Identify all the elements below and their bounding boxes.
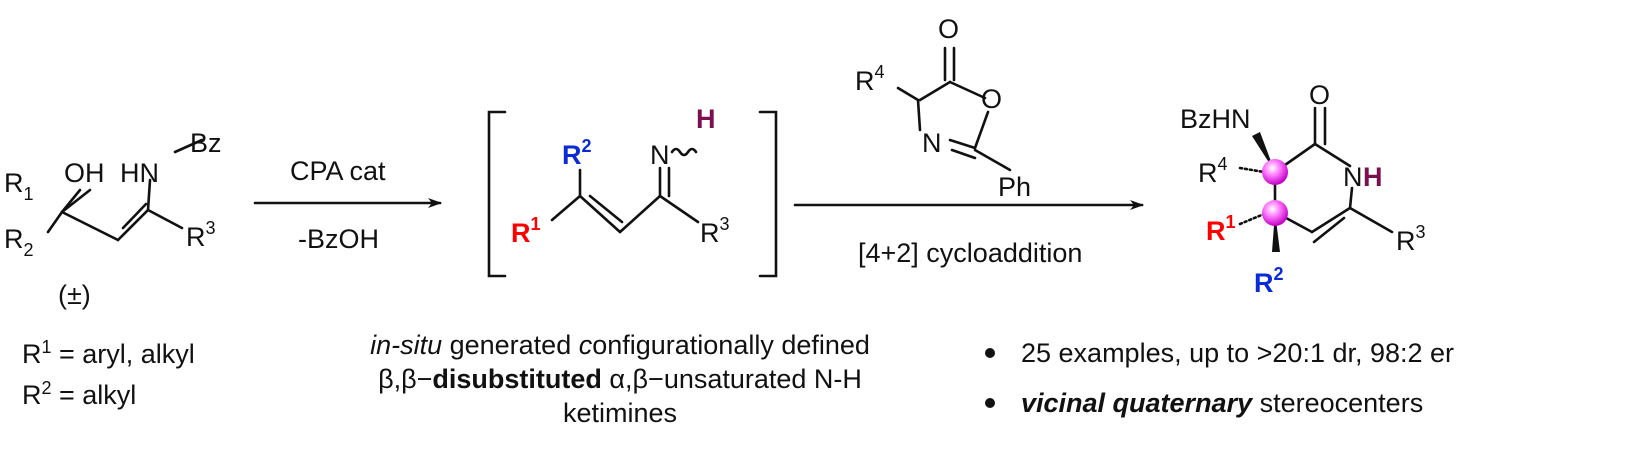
reagent-r4: R4 <box>855 62 885 96</box>
stereocenter-ball-bottom <box>1262 200 1288 226</box>
intermediate-n: N <box>650 140 670 170</box>
reactant-r2: R2 <box>4 224 34 260</box>
arrow-2: [4+2] cycloaddition <box>793 200 1144 268</box>
highlight-item-examples: 25 examples, up to >20:1 dr, 98:2 er <box>985 328 1454 378</box>
bullet-icon <box>985 348 995 358</box>
product-bzhn: BzHN <box>1180 104 1251 134</box>
intermediate-caption: in-situ generated configurationally defi… <box>300 328 940 430</box>
definition-r1: R1 = aryl, alkyl <box>22 337 195 369</box>
caption-line-2: β,β−disubstituted α,β−unsaturated N-H <box>378 364 862 394</box>
oxazolone-reagent: O O N R4 Ph <box>855 14 1031 202</box>
wedge-r2 <box>1272 212 1280 252</box>
reactant-r3: R3 <box>186 218 216 252</box>
reactant-structure: R1 OH HN Bz R2 R3 (±) <box>4 128 222 310</box>
reagent-ring-o: O <box>981 84 1002 114</box>
reactant-oh: OH <box>64 158 105 188</box>
right-bracket <box>758 110 778 278</box>
intermediate-nh-h: H <box>696 104 716 134</box>
intermediate-r1: R1 <box>511 214 541 248</box>
product-r2: R2 <box>1254 264 1284 298</box>
substituent-definitions: R1 = aryl, alkyl R2 = alkyl <box>22 330 195 412</box>
product-n: N <box>1343 162 1363 192</box>
product-r4: R4 <box>1198 154 1228 188</box>
stereocenter-ball-top <box>1262 159 1288 185</box>
highlight-item-stereocenters: vicinal quaternary stereocenters <box>985 378 1454 428</box>
product-r3: R3 <box>1396 222 1426 256</box>
reagent-n: N <box>922 128 942 158</box>
highlights-list: 25 examples, up to >20:1 dr, 98:2 er vic… <box>985 328 1454 428</box>
left-bracket <box>487 110 507 278</box>
reagent-ph: Ph <box>998 172 1031 202</box>
intermediate-r2: R2 <box>562 136 592 170</box>
reactant-hn: HN <box>120 158 159 188</box>
reactant-r1: R1 <box>4 168 34 204</box>
product-structure: BzHN O N H R4 R1 R2 R3 <box>1180 80 1426 298</box>
intermediate-r3: R3 <box>700 214 730 248</box>
product-nh-h: H <box>1363 162 1383 192</box>
caption-line-3: ketimines <box>562 398 678 428</box>
product-r1: R1 <box>1206 212 1236 246</box>
definition-r2: R2 = alkyl <box>22 378 137 410</box>
reaction-scheme: R1 OH HN Bz R2 R3 (±) CPA cat -BzOH R2 R… <box>4 14 1426 310</box>
reactant-racemic-label: (±) <box>58 280 91 310</box>
product-carbonyl-o: O <box>1309 80 1330 110</box>
arrow1-top-label: CPA cat <box>290 156 386 186</box>
intermediate-structure: R2 R1 N H R3 <box>487 104 778 278</box>
caption-line-1: in-situ generated configurationally defi… <box>370 330 870 360</box>
arrow-1: CPA cat -BzOH <box>253 156 442 254</box>
reactant-bz: Bz <box>190 128 222 158</box>
reagent-carbonyl-o: O <box>938 14 959 44</box>
arrow1-bottom-label: -BzOH <box>298 224 379 254</box>
arrow2-bottom-label: [4+2] cycloaddition <box>858 238 1082 268</box>
bullet-icon <box>985 398 995 408</box>
